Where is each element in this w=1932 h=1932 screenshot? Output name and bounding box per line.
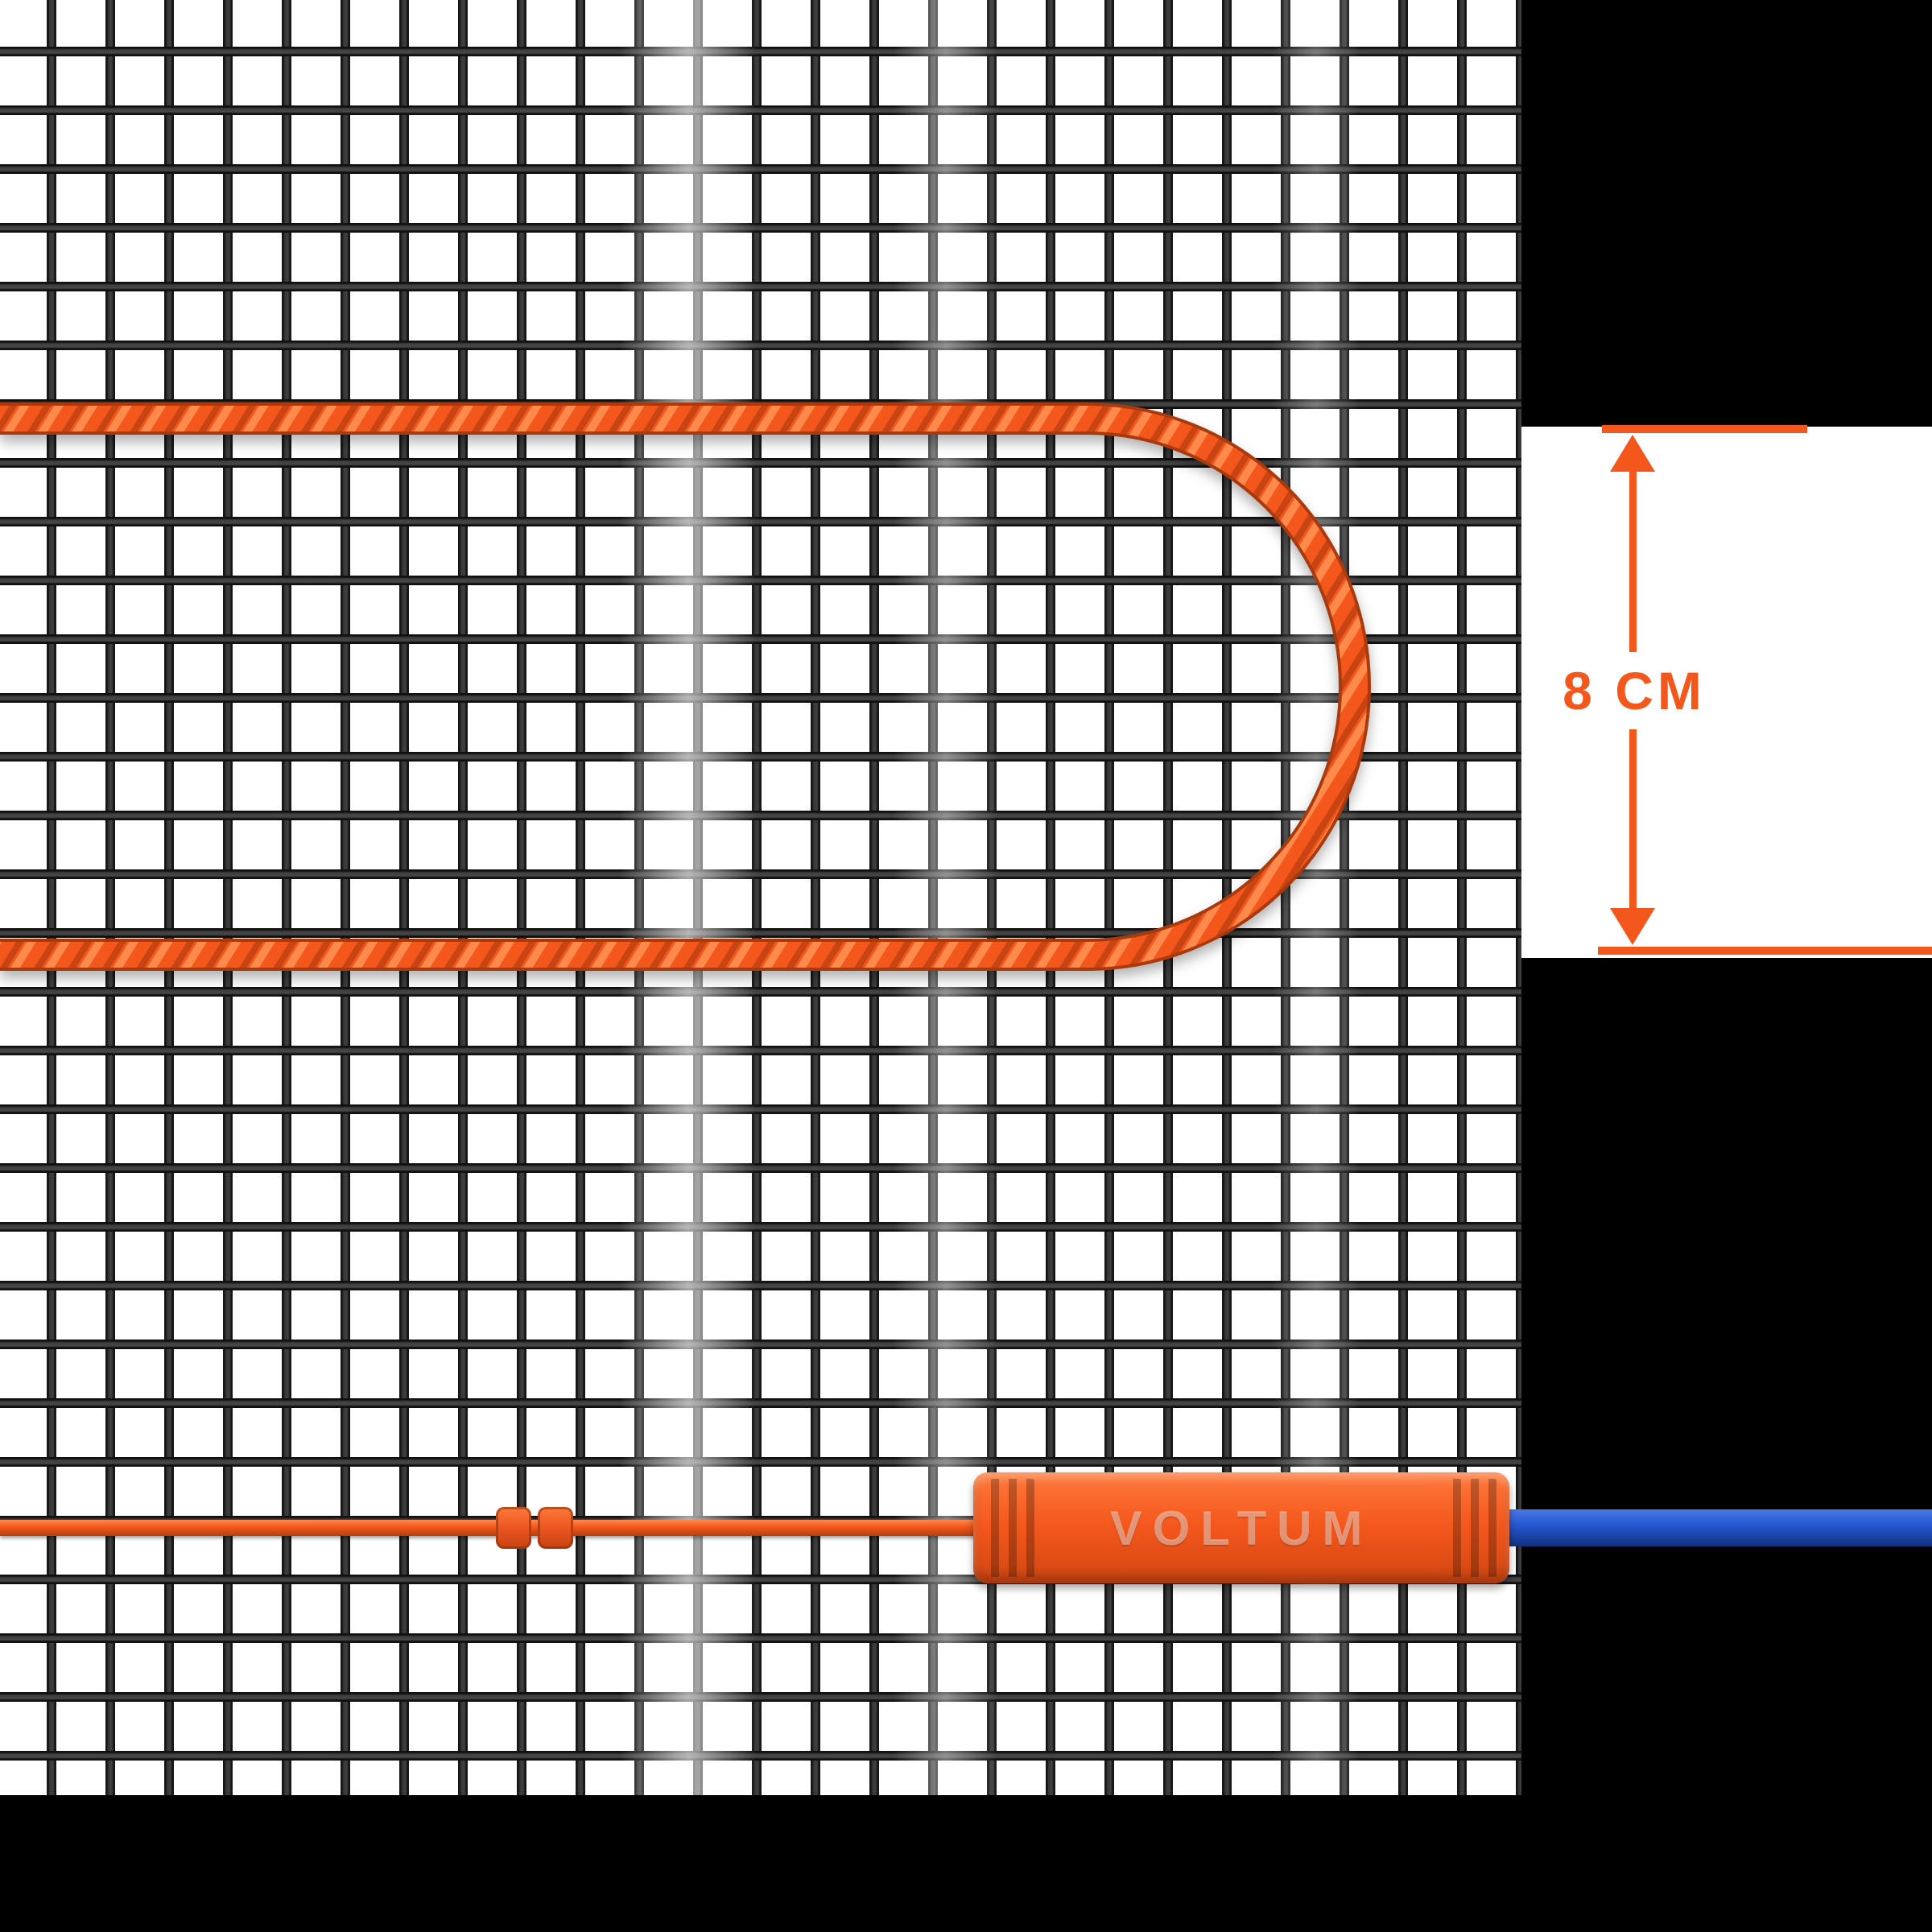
background-panel-bottom-right — [1521, 958, 1932, 1932]
dimension-arrowhead-up-icon — [1610, 435, 1655, 472]
connector-rib-left — [981, 1479, 1039, 1577]
connector-body: VOLTUM — [973, 1472, 1509, 1583]
power-cord-blue — [1493, 1509, 1932, 1546]
dimension-label: 8 CM — [1548, 652, 1720, 729]
cable-splice-clip — [538, 1507, 573, 1549]
dimension-extension-line-top — [1602, 425, 1807, 433]
cable-splice-clip — [496, 1507, 531, 1549]
cold-lead-cable — [0, 1520, 990, 1536]
background-panel-top-right — [1521, 0, 1932, 427]
background-panel-bottom — [0, 1795, 1932, 1932]
heating-cable-outline — [0, 402, 1371, 971]
heating-cable-body — [0, 406, 1368, 968]
dimension-extension-line-bottom — [1598, 947, 1932, 955]
brand-label: VOLTUM — [1109, 1501, 1373, 1555]
connector-rib-right — [1443, 1479, 1501, 1577]
